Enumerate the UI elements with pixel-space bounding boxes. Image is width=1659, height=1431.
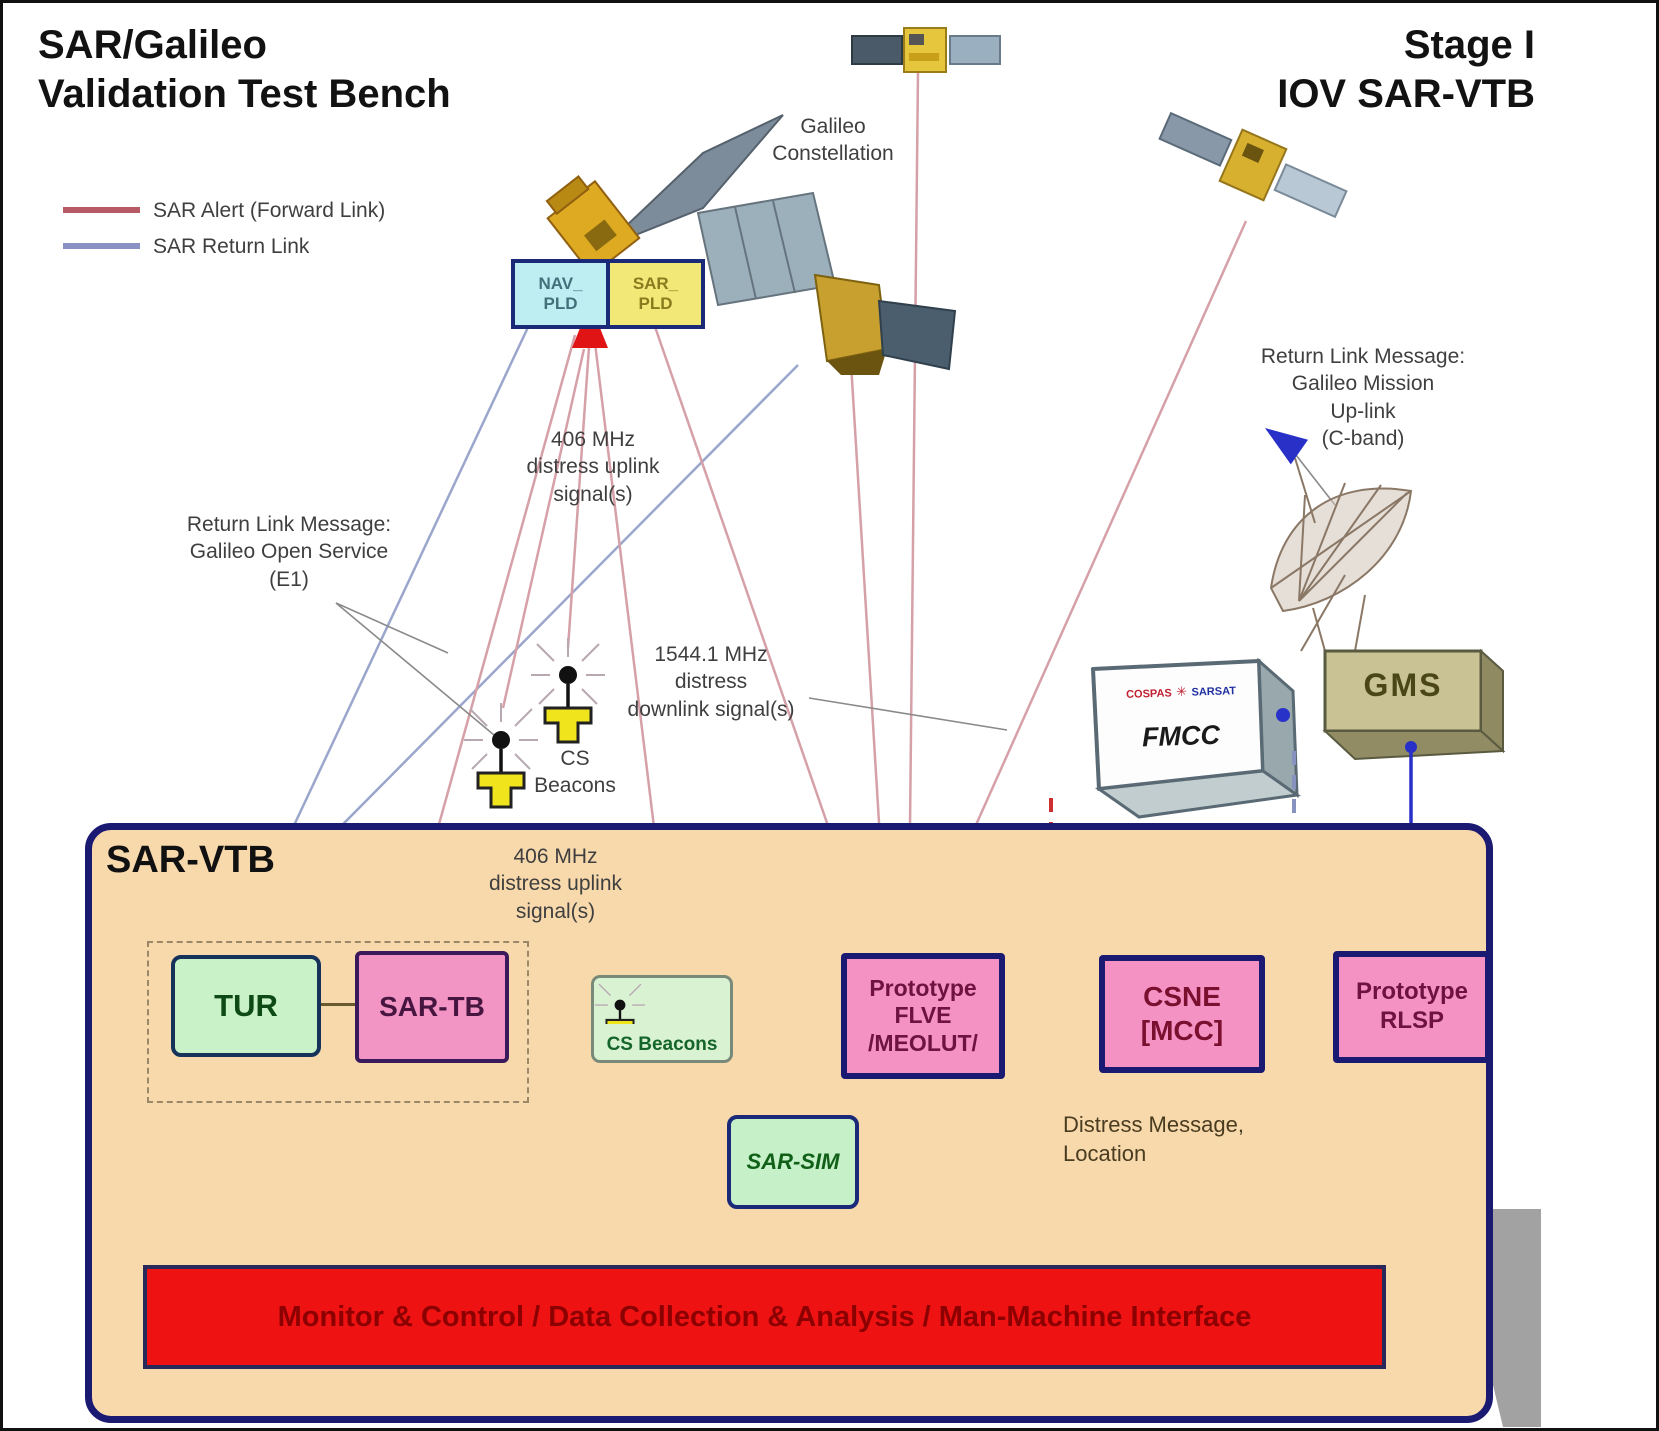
- rlm-mission-label: Return Link Message: Galileo Mission Up-…: [1260, 345, 1466, 450]
- downlink-1544-label: 1544.1 MHz distress downlink signal(s): [627, 643, 795, 721]
- tur-sartb-link: [321, 1003, 355, 1006]
- cs-beacons-label-sky: CS Beacons: [534, 747, 616, 798]
- nav-pld-box: NAV_ PLD: [515, 263, 610, 325]
- tur-box: TUR: [171, 955, 321, 1057]
- galileo-satellite-center: [696, 191, 957, 375]
- page-title: SAR/Galileo Validation Test Bench: [38, 23, 451, 116]
- gms-box-graphic: [1322, 648, 1506, 761]
- monitor-control-bar: Monitor & Control / Data Collection & An…: [143, 1265, 1386, 1369]
- beacon-icon: [594, 983, 646, 1024]
- sar-vtb-label: SAR-VTB: [106, 839, 275, 881]
- sar-sim-box: SAR-SIM: [727, 1115, 859, 1209]
- sarsat-logo-text: SARSAT: [1191, 685, 1237, 699]
- sar-tb-box: SAR-TB: [355, 951, 509, 1063]
- fmcc-box: FMCC: [1141, 719, 1221, 753]
- tur-sartb-group: [147, 941, 529, 1103]
- cospas-sarsat-icon: ✳: [1175, 683, 1188, 700]
- galileo-satellite-left: [545, 114, 784, 277]
- legend-return-label: SAR Return Link: [153, 235, 310, 258]
- cs-beacons-box: CS Beacons: [591, 975, 733, 1063]
- stage-title: Stage I IOV SAR-VTB: [1277, 23, 1535, 116]
- ground-antenna: [1269, 457, 1413, 652]
- cs-beacons-box-label: CS Beacons: [606, 1034, 718, 1055]
- cospas-logo-text: COSPAS: [1125, 687, 1172, 701]
- uplink-406-label-vtb: 406 MHz distress uplink signal(s): [488, 845, 623, 923]
- galileo-satellite-right: [1158, 111, 1348, 219]
- distress-note: Distress Message, Location: [1063, 1112, 1244, 1166]
- rlm-open-service-label: Return Link Message: Galileo Open Servic…: [186, 513, 392, 591]
- gms-box: GMS: [1363, 667, 1443, 703]
- legend-forward-label: SAR Alert (Forward Link): [153, 199, 386, 222]
- fmcc-box-graphic: [1091, 657, 1301, 819]
- rlsp-box: Prototype RLSP: [1333, 951, 1491, 1063]
- flve-meolut-box: Prototype FLVE /MEOLUT/: [841, 953, 1005, 1079]
- csne-mcc-box: CSNE [MCC]: [1099, 955, 1265, 1073]
- sar-pld-box: SAR_ PLD: [610, 263, 701, 325]
- uplink-406-label-sky: 406 MHz distress uplink signal(s): [526, 428, 660, 506]
- galileo-constellation-label: Galileo Constellation: [772, 115, 894, 166]
- galileo-satellite-top: [851, 27, 1001, 73]
- payload-boxes: NAV_ PLD SAR_ PLD: [511, 259, 705, 329]
